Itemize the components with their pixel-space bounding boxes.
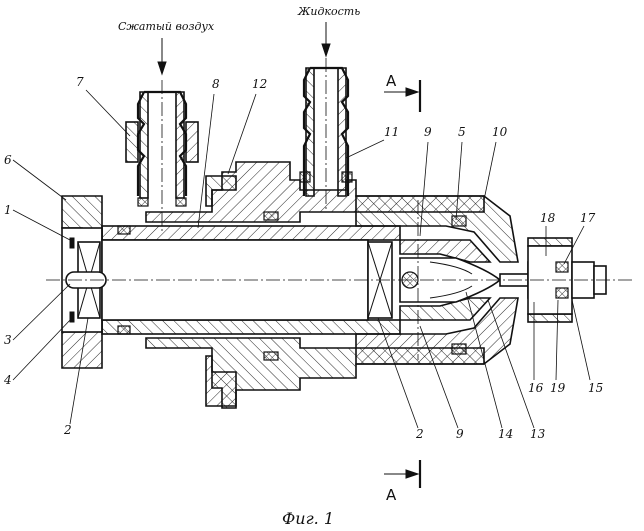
callout-17: 17 (580, 211, 596, 225)
callout-11: 11 (384, 125, 399, 139)
section-mark-bottom: А (384, 460, 420, 504)
callout-18: 18 (540, 211, 556, 225)
callout-2-right: 2 (415, 427, 424, 441)
inner-tube-lower-wall (102, 320, 400, 334)
section-letter-bottom: А (386, 486, 397, 504)
section-mark-top: А (384, 72, 420, 112)
o-ring-nozzle-bottom (452, 344, 466, 354)
callout-9-bottom: 9 (456, 427, 464, 441)
callout-2-left: 2 (63, 423, 72, 437)
air-fitting-nut-left (126, 122, 138, 162)
callout-7: 7 (76, 75, 84, 89)
air-inlet-label: Сжатый воздух (118, 20, 215, 33)
air-fitting-left-wall (140, 92, 148, 198)
o-ring-tube-bottom (118, 326, 130, 334)
o-ring-housing-bottom (264, 352, 278, 360)
liquid-seal-right (342, 172, 352, 182)
leader-15 (572, 300, 590, 380)
o-ring-nozzle-top (452, 216, 466, 226)
section-arrow-bottom-head (406, 470, 418, 478)
callout-14: 14 (498, 427, 513, 441)
air-fitting-seal-left (138, 198, 148, 206)
retaining-ring-bottom (70, 312, 74, 322)
callout-19: 19 (550, 381, 566, 395)
seal-ring-bottom (556, 288, 568, 298)
callout-9-top: 9 (424, 125, 432, 139)
air-arrow-head (158, 62, 166, 74)
leader-10 (484, 142, 496, 200)
section-letter-top: А (386, 72, 397, 90)
air-fitting-nut-right (186, 122, 198, 162)
liquid-inlet-annotation: Жидкость (297, 5, 360, 56)
callout-6: 6 (4, 153, 12, 167)
air-fitting (126, 80, 198, 232)
air-fitting-right-wall (176, 92, 184, 198)
inner-tube-upper-wall (102, 226, 400, 240)
callout-10: 10 (492, 125, 508, 139)
air-fitting-seal-right (176, 198, 186, 206)
callout-3: 3 (4, 333, 12, 347)
air-inlet-annotation: Сжатый воздух (118, 20, 215, 74)
liquid-inlet-label: Жидкость (297, 5, 360, 18)
seal-ring-top (556, 262, 568, 272)
callout-15: 15 (588, 381, 603, 395)
lock-body-lower (528, 314, 572, 322)
callout-13: 13 (530, 427, 546, 441)
callout-16: 16 (528, 381, 544, 395)
callout-5: 5 (458, 125, 466, 139)
callout-1: 1 (4, 203, 12, 217)
callout-12: 12 (252, 77, 267, 91)
leader-7 (86, 90, 130, 136)
liquid-fitting (300, 58, 352, 212)
retaining-ring-top (70, 238, 74, 248)
leader-6 (13, 160, 66, 200)
lock-body-upper (528, 238, 572, 246)
o-ring-tube-top (118, 226, 130, 234)
liquid-seal-left (300, 172, 310, 182)
liquid-arrow-head (322, 44, 330, 56)
leader-11 (346, 140, 384, 158)
figure-caption: Фиг. 1 (282, 509, 334, 528)
callout-4: 4 (3, 373, 12, 387)
section-arrow-top-head (406, 88, 418, 96)
o-ring-housing-top (264, 212, 278, 220)
callout-8: 8 (212, 77, 220, 91)
